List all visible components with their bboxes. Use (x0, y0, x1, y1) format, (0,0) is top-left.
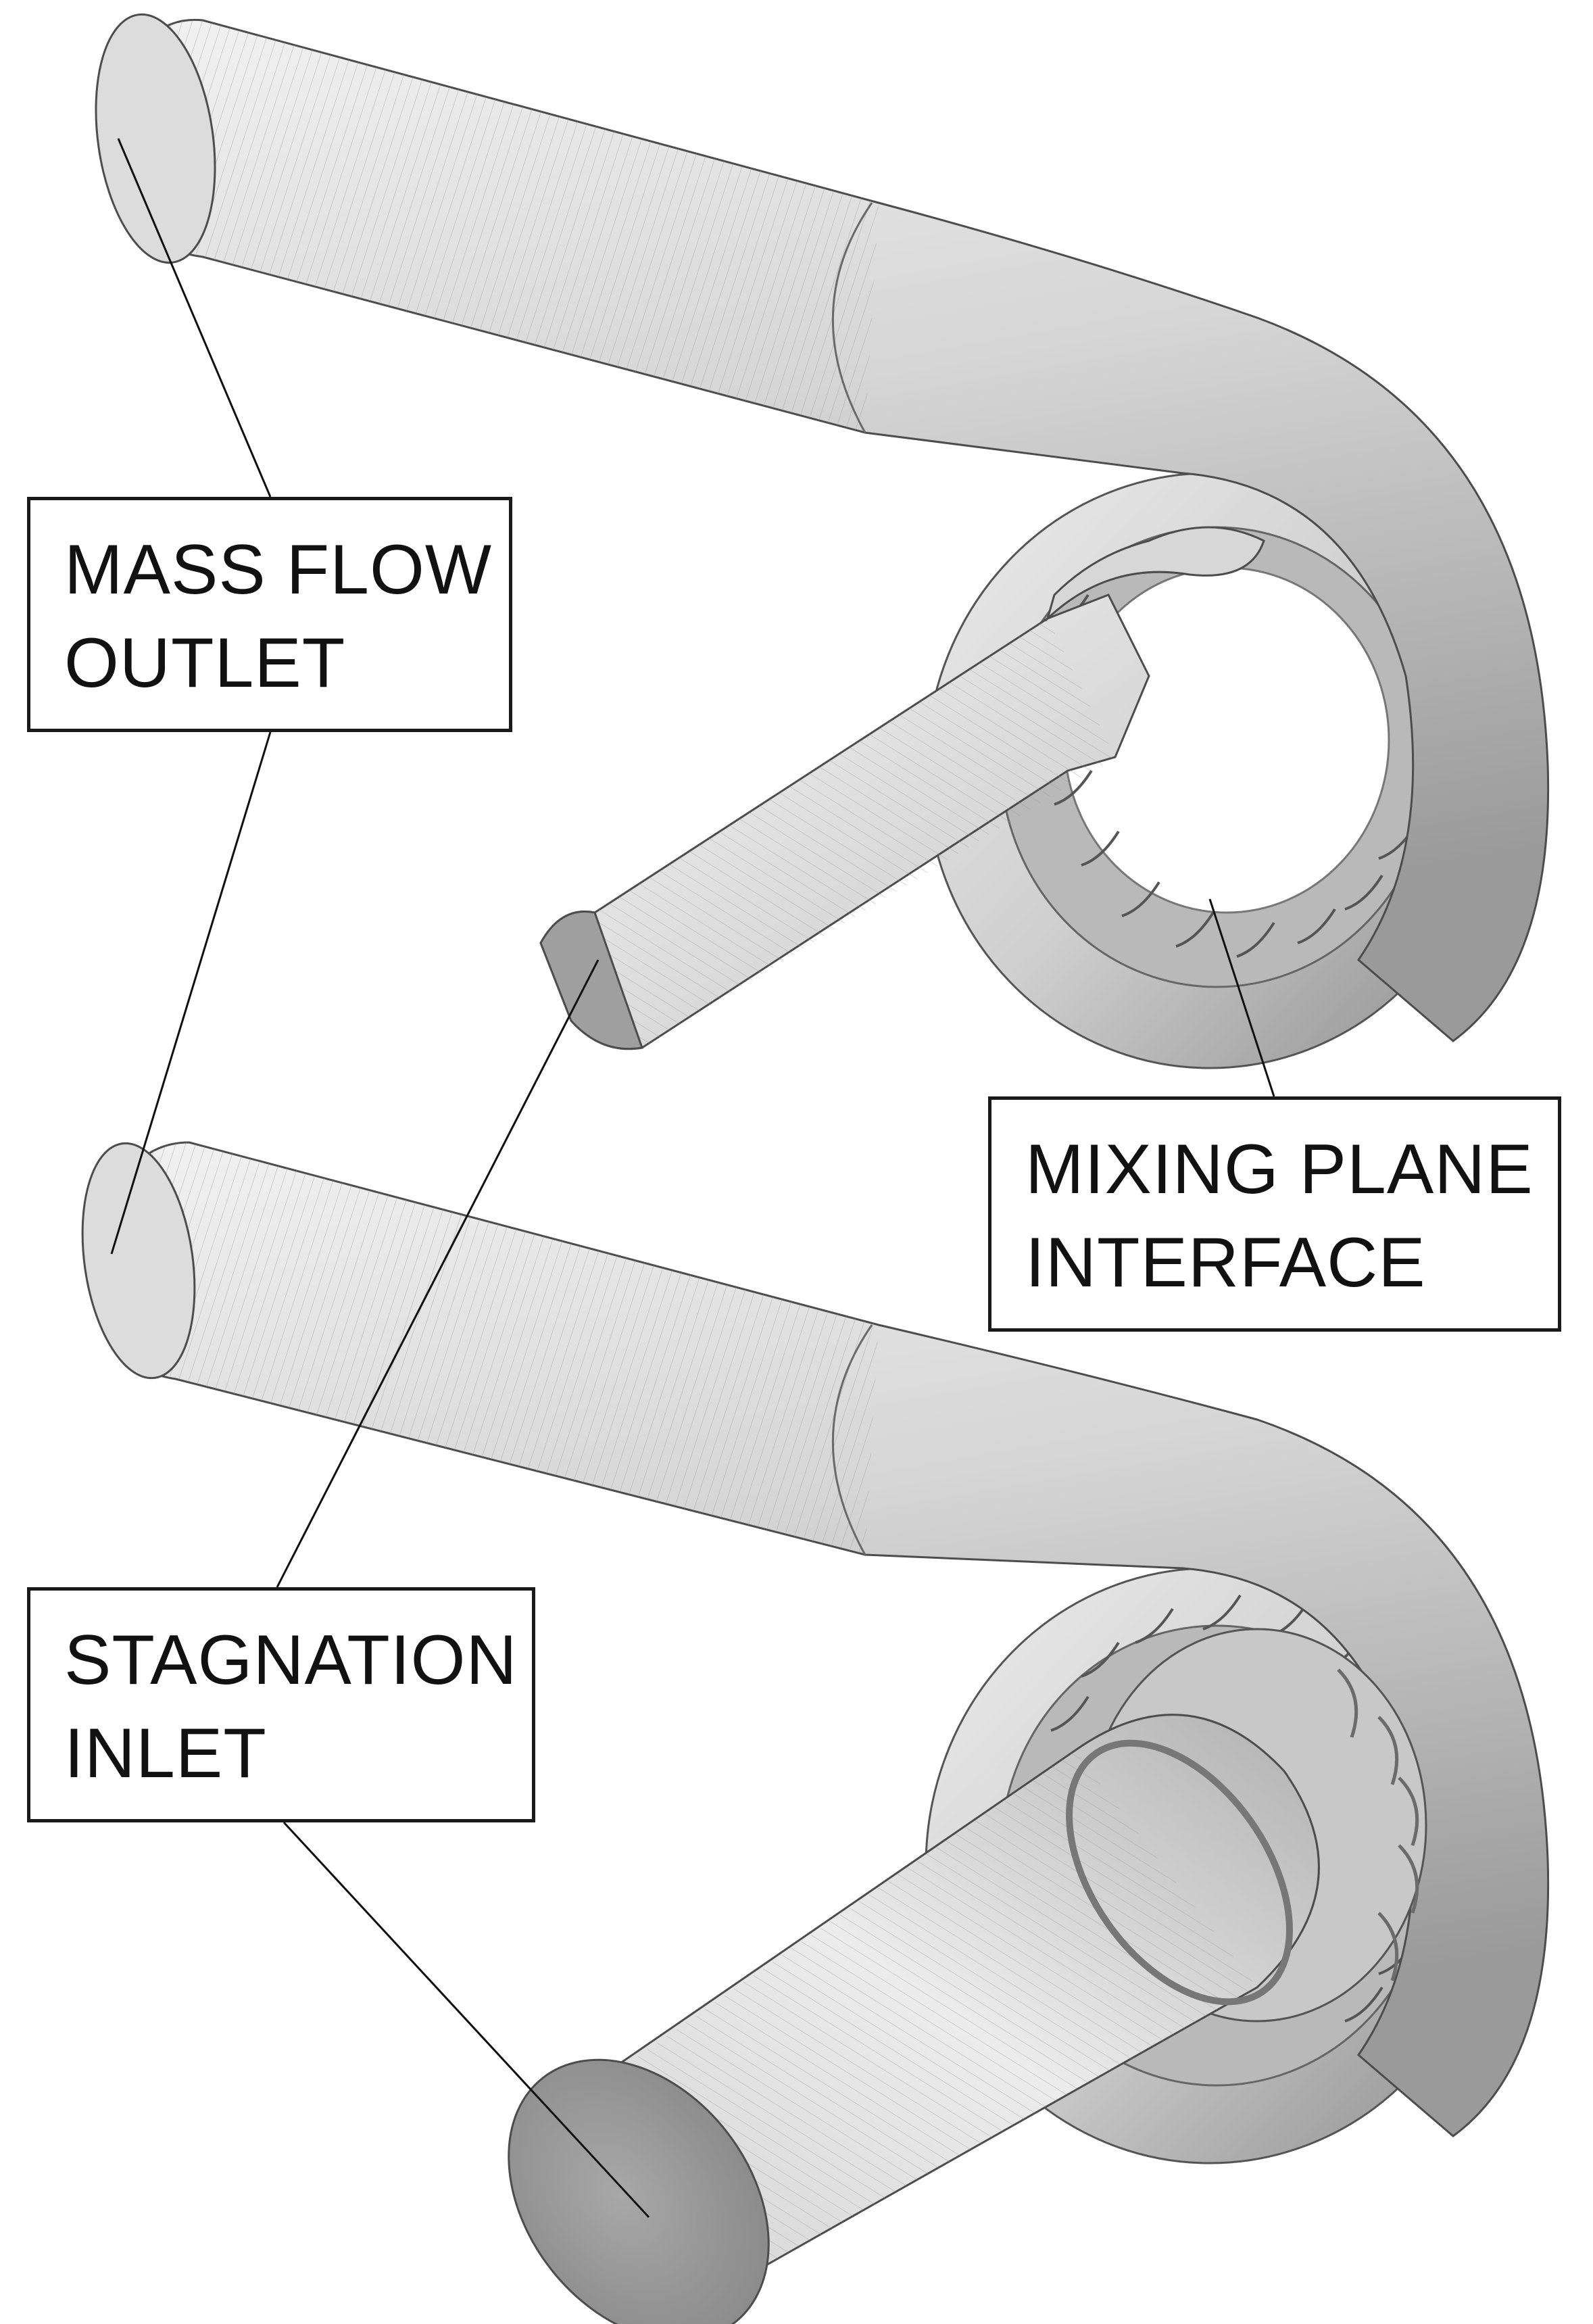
mixing-plane-interface-line1: MIXING PLANE (1025, 1130, 1534, 1209)
sector-wedge-tip (539, 911, 644, 1050)
mixing-plane-interface-line2: INTERFACE (1025, 1224, 1426, 1302)
sector-wedge-mesh (595, 619, 1115, 1048)
leader-inlet-face (283, 1821, 650, 2219)
bottom-volute-assembly (81, 1141, 1550, 2324)
bottom-volute-seam (832, 1324, 873, 1555)
sector-blade (1046, 526, 1265, 622)
bottom-outlet-face (81, 1142, 196, 1380)
mass-flow-outlet-line2: OUTLET (64, 624, 346, 702)
leader-outlet-top (117, 138, 272, 498)
leader-lines (110, 138, 1275, 2219)
leader-outlet-bottom (110, 731, 272, 1255)
stagnation-inlet-line2: INLET (64, 1714, 267, 1793)
stagnation-inlet-label: STAGNATION INLET (27, 1587, 535, 1822)
top-outlet-face (95, 13, 216, 264)
inlet-collar (1066, 1739, 1293, 2006)
top-outlet-mesh (110, 20, 879, 433)
bottom-outlet-mesh (94, 1142, 879, 1555)
mass-flow-outlet-line1: MASS FLOW (64, 531, 493, 609)
mixing-plane-interface-label: MIXING PLANE INTERFACE (988, 1096, 1561, 1332)
mass-flow-outlet-label: MASS FLOW OUTLET (27, 497, 512, 732)
stagnation-inlet-line1: STAGNATION (64, 1621, 518, 1699)
leader-mixing-plane (1208, 898, 1275, 1097)
leader-inlet-wedge (276, 959, 599, 1588)
top-volute-seam (832, 202, 873, 433)
rotor-blades (1337, 1668, 1419, 1981)
inlet-face (508, 2058, 770, 2324)
top-volute-assembly (95, 13, 1550, 1069)
